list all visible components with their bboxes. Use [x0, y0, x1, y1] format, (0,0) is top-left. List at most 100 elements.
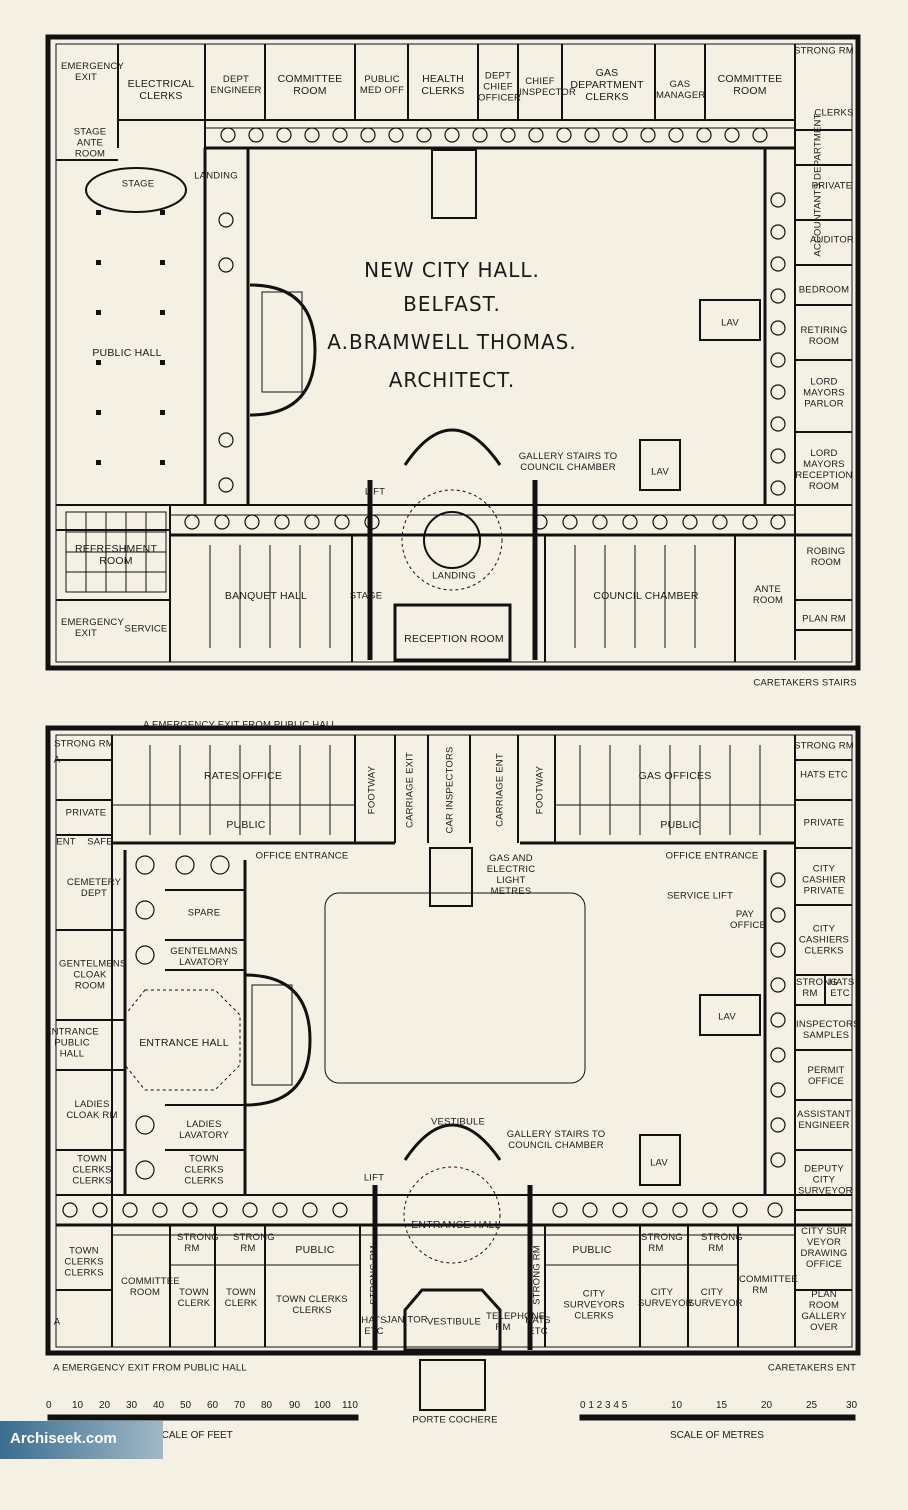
room-label: HATS ETC — [800, 769, 848, 781]
tick-label: 15 — [716, 1400, 728, 1411]
tick-label: 10 — [72, 1400, 84, 1411]
room-label: GAS DEPARTMENT CLERKS — [570, 67, 644, 103]
room-label: TOWN CLERK — [224, 1287, 258, 1309]
room-label: LAV — [650, 1157, 668, 1169]
room-label: SAFE — [87, 836, 113, 848]
room-label: HEALTH CLERKS — [421, 73, 465, 97]
room-label: ANTE ROOM — [752, 584, 784, 606]
room-label: HATS ETC — [829, 977, 855, 999]
room-label: STRONG RM — [233, 1232, 275, 1254]
tick-label: 0 — [46, 1400, 52, 1411]
room-label: STRONG RM — [794, 45, 854, 57]
room-label: ELECTRICAL CLERKS — [127, 78, 195, 102]
room-label: REFRESHMENT ROOM — [74, 543, 158, 567]
room-label: STRONG RM — [701, 1232, 743, 1254]
scale-bars — [47, 1414, 856, 1421]
room-label: GALLERY STAIRS TO COUNCIL CHAMBER — [518, 451, 618, 473]
tick-label: 30 — [126, 1400, 138, 1411]
room-label: PUBLIC — [660, 819, 700, 831]
corridor-paving — [62, 127, 786, 1218]
room-label: RATES OFFICE — [203, 770, 283, 782]
room-label: GENTELMANS LAVATORY — [170, 946, 238, 968]
tick-label: 110 — [342, 1400, 358, 1411]
room-label: GENTELMENS CLOAK ROOM — [59, 958, 127, 992]
room-label: TOWN CLERKS CLERKS — [184, 1153, 224, 1187]
room-label: BANQUET HALL — [224, 590, 308, 602]
room-label: TELEPHONE RM — [486, 1311, 546, 1333]
room-label: GAS MANAGER — [656, 79, 706, 101]
room-label: SERVICE LIFT — [666, 890, 734, 902]
room-label: COMMITTEE RM — [739, 1274, 798, 1296]
plan-title-line-1: NEW CITY HALL. — [364, 258, 540, 282]
room-label: LADIES LAVATORY — [179, 1119, 229, 1141]
room-label: CLERKS — [814, 107, 854, 119]
room-label: ENT — [56, 836, 76, 848]
room-label: DEPT CHIEF OFFICER — [478, 70, 522, 104]
room-label: GAS AND ELECTRIC LIGHT METRES — [486, 853, 536, 897]
room-label: HATS ETC — [361, 1315, 387, 1337]
room-label: ENTRANCE PUBLIC HALL — [45, 1026, 99, 1060]
room-label: STAGE ANTE ROOM — [73, 126, 107, 160]
room-label: CITY CASHIERS CLERKS — [798, 923, 850, 957]
tick-label: 80 — [261, 1400, 273, 1411]
room-label: PUBLIC — [295, 1244, 335, 1256]
watermark-text: Archiseek.com — [10, 1430, 117, 1447]
room-label: PRIVATE — [803, 817, 845, 829]
room-label: PUBLIC — [572, 1244, 612, 1256]
room-label: COMMITTEE ROOM — [277, 73, 343, 97]
room-label: TOWN CLERKS CLERKS — [276, 1294, 348, 1316]
room-label: LAV — [721, 317, 739, 329]
room-label: CITY SUR VEYOR DRAWING OFFICE — [800, 1226, 848, 1270]
room-label: LORD MAYORS RECEPTION ROOM — [795, 448, 853, 492]
room-label: RETIRING ROOM — [800, 325, 848, 347]
upper-outer-wall — [45, 34, 861, 671]
lower-outer-wall — [45, 725, 861, 1356]
room-label: RECEPTION ROOM — [404, 633, 504, 645]
room-label: OFFICE ENTRANCE — [665, 850, 759, 862]
room-label: INSPECTORS SAMPLES — [796, 1019, 860, 1041]
room-label: PERMIT OFFICE — [807, 1065, 845, 1087]
room-label: PAY OFFICE — [730, 909, 767, 931]
room-label: TOWN CLERK — [177, 1287, 211, 1309]
room-label: CARETAKERS ENT — [767, 1362, 857, 1374]
room-label: VESTIBULE — [426, 1316, 482, 1328]
room-label: BEDROOM — [798, 284, 850, 296]
tick-label: 50 — [180, 1400, 192, 1411]
room-label: A EMERGENCY EXIT FROM PUBLIC HALL — [143, 719, 337, 731]
room-label: STRONG RM — [368, 1245, 380, 1305]
room-label: ROBING ROOM — [806, 546, 846, 568]
room-label: CAR INSPECTORS — [444, 746, 456, 834]
room-label: STRONG RM — [794, 740, 854, 752]
room-label: LAV — [718, 1011, 736, 1023]
tick-label: 0 1 2 3 4 5 — [580, 1400, 628, 1411]
room-label: COMMITTEE ROOM — [121, 1276, 180, 1298]
room-label: LANDING — [194, 170, 238, 182]
room-label: PUBLIC — [226, 819, 266, 831]
room-label: CITY SURVEYORS CLERKS — [563, 1288, 625, 1322]
room-label: STRONG RM — [531, 1245, 543, 1305]
room-label: OFFICE ENTRANCE — [255, 850, 349, 862]
room-label: AUDITOR — [810, 234, 854, 246]
tick-label: 90 — [289, 1400, 301, 1411]
room-label: A — [53, 1316, 61, 1328]
room-label: CARRIAGE ENT — [494, 753, 506, 827]
room-label: DEPUTY CITY SURVEYOR — [798, 1163, 853, 1197]
room-label: LANDING — [432, 570, 476, 582]
room-label: FOOTWAY — [534, 765, 546, 815]
room-label: PRIVATE — [811, 180, 853, 192]
tick-label: 70 — [234, 1400, 246, 1411]
tick-label: 30 — [846, 1400, 858, 1411]
room-label: A EMERGENCY EXIT FROM PUBLIC HALL — [53, 1362, 247, 1374]
room-label: CITY CASHIER PRIVATE — [802, 863, 846, 897]
metres-scale-label: SCALE OF METRES — [670, 1430, 764, 1441]
room-label: PUBLIC HALL — [92, 347, 162, 359]
room-label: GALLERY STAIRS TO COUNCIL CHAMBER — [506, 1129, 606, 1151]
room-label: STAGE — [349, 590, 383, 602]
room-label: COUNCIL CHAMBER — [593, 590, 699, 602]
room-label: STRONG RM — [54, 738, 114, 750]
room-label: STAGE — [121, 178, 155, 190]
room-label: ENTRANCE HALL — [411, 1219, 501, 1231]
room-label: CHIEF INSPECTOR — [519, 76, 577, 98]
room-label: A — [53, 754, 61, 766]
room-label: JANITOR — [386, 1314, 428, 1326]
